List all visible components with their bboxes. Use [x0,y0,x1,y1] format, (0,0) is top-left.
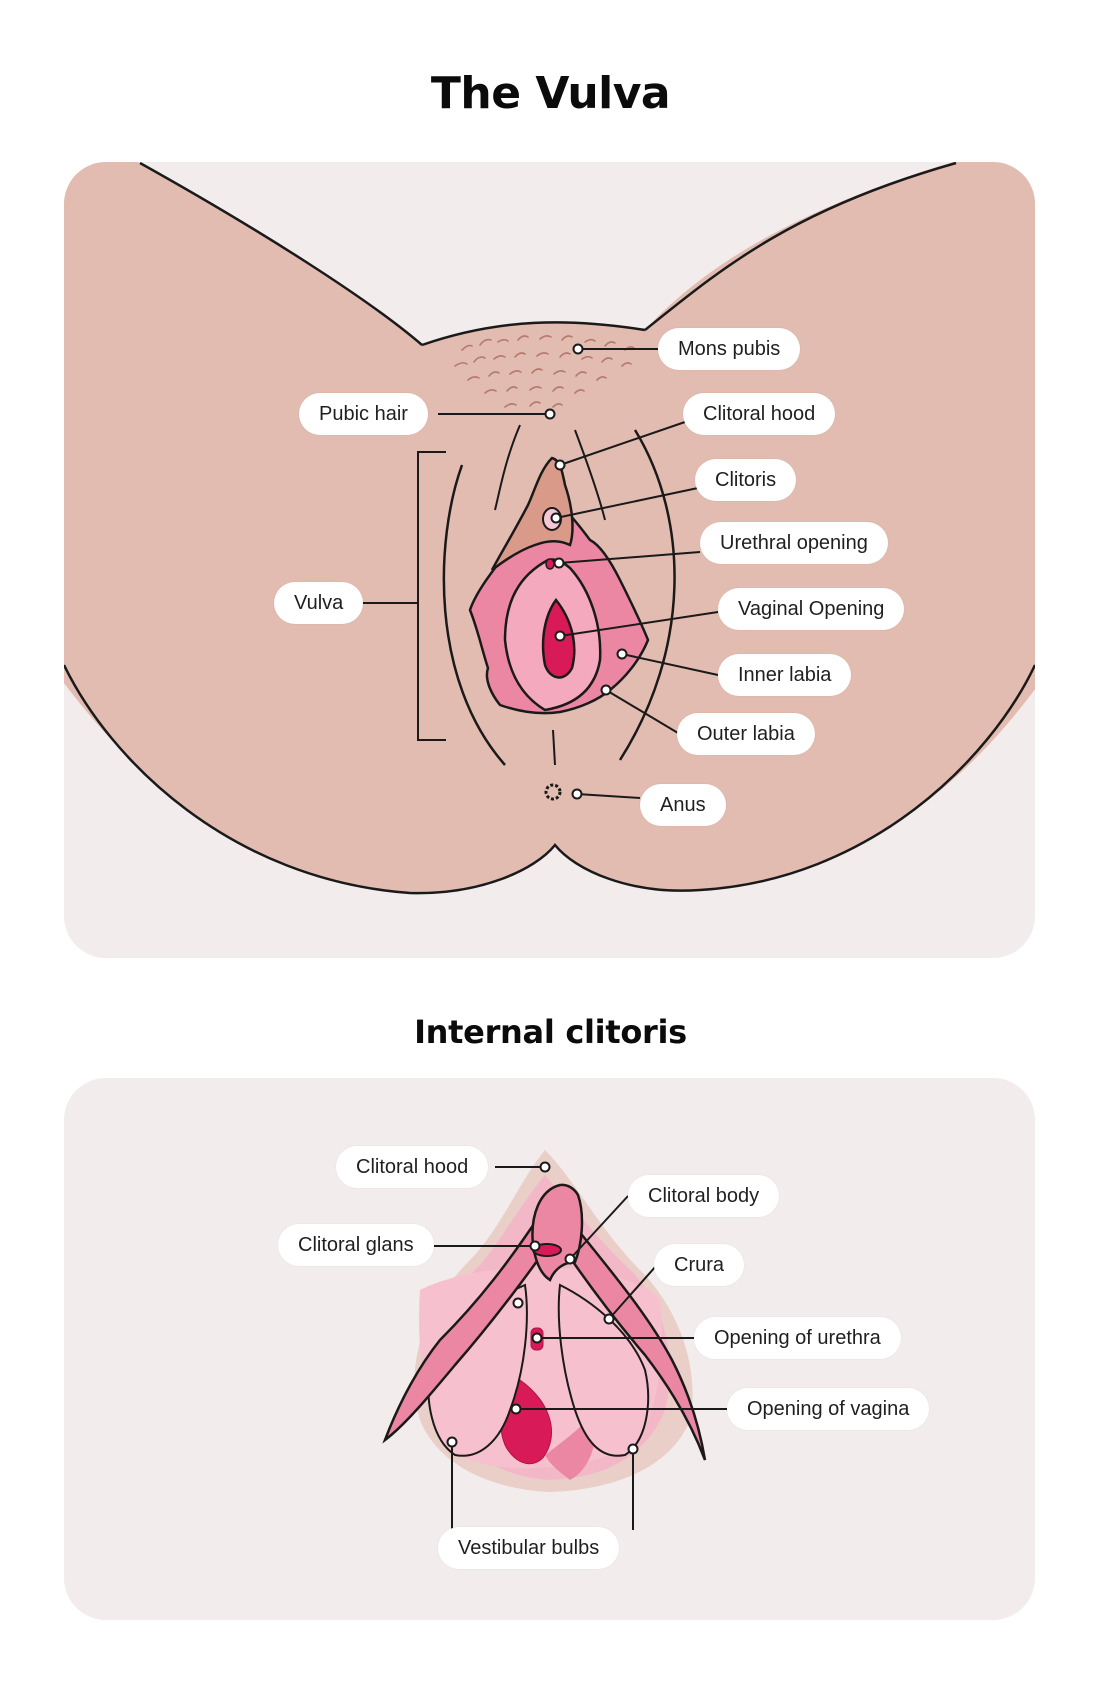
main-title: The Vulva [430,68,671,119]
clitoral-hood-shape [490,456,574,571]
internal-clitoris-title: Internal clitoris [414,1013,687,1051]
label-clitoral-glans: Clitoral glans [278,1224,434,1266]
label-outer-labia: Outer labia [677,713,815,755]
label-opening-of-vagina: Opening of vagina [727,1388,930,1430]
opening-of-urethra-marker [531,1332,543,1344]
urethral-opening-marker [553,557,565,569]
label-inner-labia: Inner labia [718,654,852,696]
clitoral-glans-marker [529,1240,541,1252]
clitoral-body-marker [564,1253,576,1265]
vaginal-opening-marker [554,630,566,642]
label-urethral-opening: Urethral opening [700,522,888,564]
vulva-illustration [64,162,1035,895]
vulva-bracket [417,451,446,741]
vulva-diagram-panel: Mons pubis Pubic hair Clitoral hood Clit… [64,162,1035,958]
internal-clitoris-panel: Clitoral hood Clitoral body Clitoral gla… [64,1078,1035,1620]
label-opening-of-urethra: Opening of urethra [694,1317,901,1359]
label-vestibular-bulbs: Vestibular bulbs [438,1527,620,1569]
opening-of-vagina-marker [510,1403,522,1415]
label-internal-clitoral-hood: Clitoral hood [336,1146,489,1188]
label-vulva: Vulva [274,582,364,624]
clitoral-hood-marker [554,459,566,471]
label-crura: Crura [654,1244,745,1286]
inner-labia-marker [616,648,628,660]
crura-marker [603,1313,615,1325]
crura-left-marker [512,1297,524,1309]
vestibular-bulb-right [557,1283,650,1457]
label-mons-pubis: Mons pubis [658,328,801,370]
pubic-hair-marker [544,408,556,420]
pubic-hair [454,335,635,408]
crus-left [382,1211,547,1444]
label-clitoral-hood: Clitoral hood [683,393,836,435]
vestibular-bulb-left-marker [446,1436,458,1448]
crus-right [556,1228,707,1461]
anus-shape [544,783,562,801]
label-pubic-hair: Pubic hair [299,393,428,435]
anus-marker [571,788,583,800]
internal-clitoris-illustration [382,1150,727,1530]
label-clitoral-body: Clitoral body [628,1175,780,1217]
label-clitoris: Clitoris [695,459,797,501]
label-anus: Anus [640,784,726,826]
mons-pubis-marker [572,343,584,355]
outer-labia-marker [600,684,612,696]
vestibular-bulb-right-marker [627,1443,639,1455]
internal-clitoral-hood-marker [539,1161,551,1173]
urethral-opening-shape [545,558,555,570]
clitoris-marker [550,512,562,524]
label-vaginal-opening: Vaginal Opening [718,588,905,630]
